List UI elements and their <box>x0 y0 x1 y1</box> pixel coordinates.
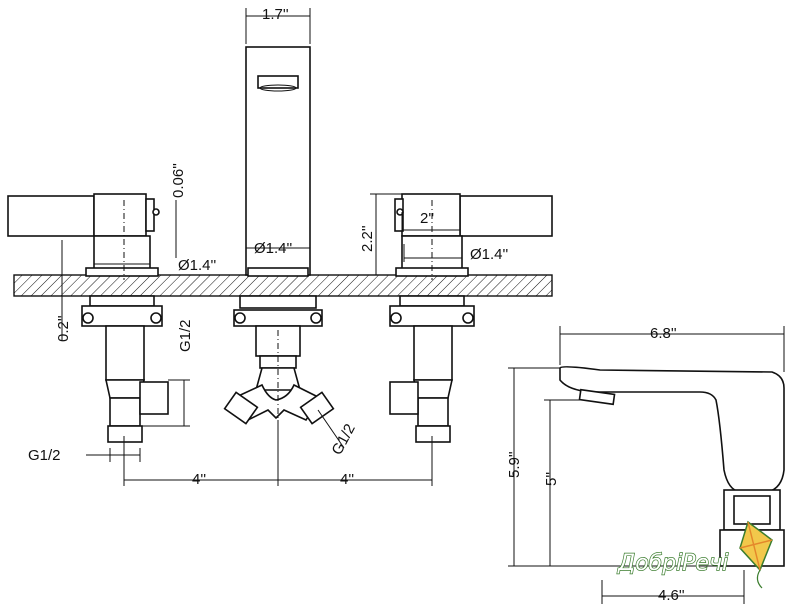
dim-side-total-height: 5.9'' <box>506 451 523 478</box>
dim-right-collar: Ø1.4'' <box>470 246 508 263</box>
deck-slab <box>13 274 553 297</box>
left-valve <box>7 193 169 443</box>
dim-handle-gap: 0.06'' <box>170 163 187 198</box>
dim-spout-width: 1.7'' <box>262 6 289 23</box>
dim-thread-vertical: G1/2 <box>177 319 194 352</box>
dim-side-outlet-height: 5'' <box>543 472 560 486</box>
dim-spout-base: Ø1.4'' <box>254 240 292 257</box>
spout <box>223 46 335 425</box>
center-lines <box>123 200 433 430</box>
dim-handle-height: 2.2'' <box>359 225 376 252</box>
dim-thread-left: G1/2 <box>28 447 61 464</box>
dim-thread-diagonal: G1/2 <box>329 421 359 458</box>
dim-spacing-left: 4'' <box>192 471 206 488</box>
dim-spacing-right: 4'' <box>340 471 354 488</box>
dim-side-base-depth: 4.6'' <box>658 587 685 604</box>
dim-side-length: 6.8'' <box>650 325 677 342</box>
dimension-lines <box>61 8 785 604</box>
dim-left-collar: Ø1.4'' <box>178 257 216 274</box>
dim-deck-thickness: 0.2'' <box>55 315 72 342</box>
kite-icon <box>739 520 773 589</box>
logo: ДобріРечі <box>616 520 773 589</box>
dim-right-handle-width: 2'' <box>420 210 434 227</box>
logo-text: ДобріРечі <box>617 551 728 576</box>
right-valve <box>389 193 553 443</box>
